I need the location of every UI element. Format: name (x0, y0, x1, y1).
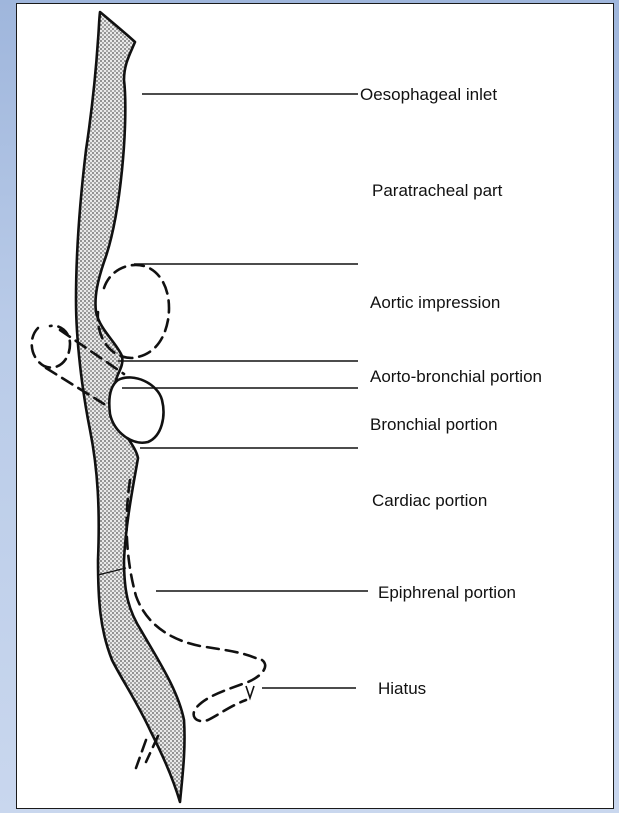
hiatus-arrow-icon (246, 686, 254, 698)
diaphragm-crus-left-2 (136, 740, 146, 768)
label-aorto-bronchial-portion: Aorto-bronchial portion (370, 367, 542, 386)
label-bronchial-portion: Bronchial portion (370, 415, 498, 434)
diaphragm-outline (194, 660, 266, 721)
label-aortic-impression: Aortic impression (370, 293, 500, 312)
label-oesophageal-inlet: Oesophageal inlet (360, 85, 497, 104)
label-cardiac-portion: Cardiac portion (372, 491, 487, 510)
label-epiphrenal-portion: Epiphrenal portion (378, 583, 516, 602)
label-paratracheal-part: Paratracheal part (372, 181, 503, 200)
label-hiatus: Hiatus (378, 679, 426, 698)
diaphragm-crus-left (146, 736, 158, 762)
heart-outline (127, 480, 260, 660)
